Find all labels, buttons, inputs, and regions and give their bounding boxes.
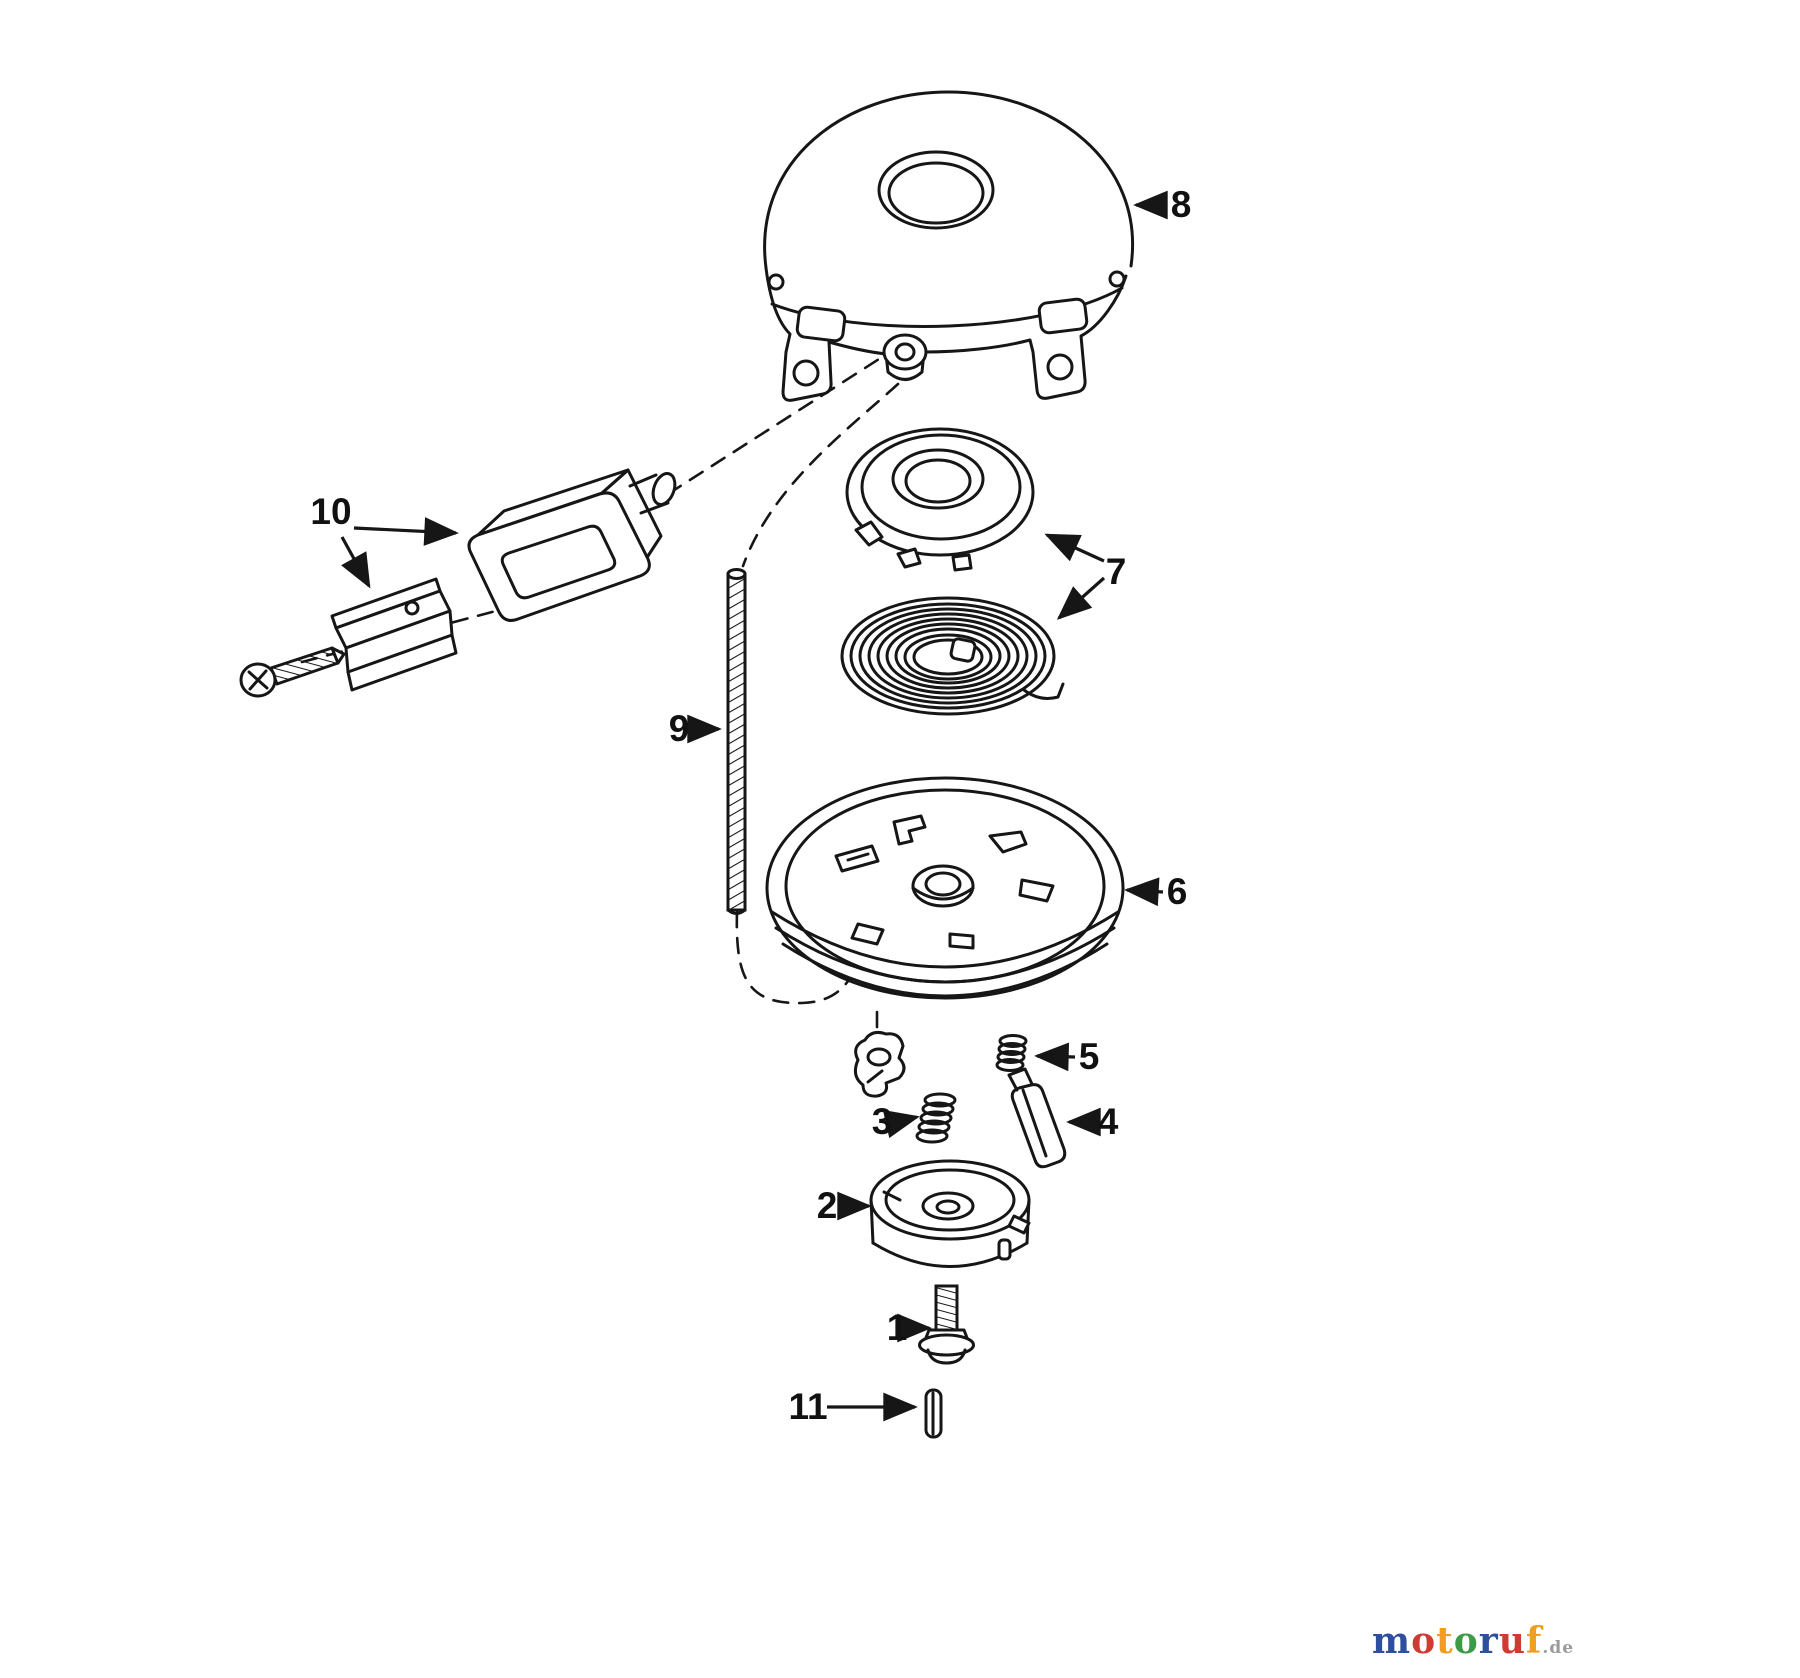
- watermark-letter: m: [1372, 1620, 1412, 1662]
- arrow-10a: [353, 517, 459, 546]
- spring-inner-hook: [949, 637, 977, 663]
- part-5-spring: [995, 1034, 1028, 1072]
- clip-screw-hole: [404, 600, 420, 616]
- watermark-letter: u: [1498, 1620, 1526, 1662]
- handle-grip-opening: [500, 524, 617, 600]
- callout-label-6: 6: [1167, 871, 1188, 912]
- watermark-letter: f: [1525, 1620, 1543, 1662]
- part-2-starter-cup: [869, 1159, 1031, 1268]
- part-7-recoil-spring: [840, 596, 1065, 716]
- part-starter-dog: [853, 1031, 906, 1098]
- part-8-recoil-housing: [763, 90, 1134, 402]
- watermark-letter: o: [1453, 1620, 1479, 1662]
- arrow-7b: [1056, 576, 1106, 620]
- callout-label-7: 7: [1106, 551, 1127, 592]
- housing-left-vent: [795, 305, 847, 343]
- watermark-letter: r: [1478, 1620, 1499, 1662]
- callout-label-8: 8: [1171, 184, 1192, 225]
- callout-arrows: [340, 190, 1168, 1422]
- arrow-7a: [1044, 533, 1105, 563]
- callout-label-1: 1: [887, 1307, 908, 1348]
- part-9-rope: [726, 568, 747, 915]
- screw-flange: [918, 1333, 975, 1357]
- spring-outer-hook: [1022, 682, 1065, 700]
- watermark-letter: t: [1436, 1620, 1454, 1662]
- part-3-spring: [915, 1092, 957, 1144]
- housing-left-ear-hole: [792, 359, 820, 387]
- part-10-screw: [239, 646, 346, 698]
- callout-label-10: 10: [310, 491, 351, 532]
- callout-label-4: 4: [1098, 1101, 1119, 1142]
- part-11-pin: [924, 1388, 943, 1439]
- callout-label-5: 5: [1079, 1036, 1100, 1077]
- part-1-screw: [918, 1284, 975, 1365]
- pulley-groove-flange-1: [770, 910, 1120, 969]
- part-6-pulley: [765, 776, 1125, 1000]
- callout-label-2: 2: [817, 1185, 838, 1226]
- arrow-6: [1124, 877, 1164, 907]
- part-10-starter-handle: [467, 468, 677, 622]
- watermark-domain-suffix: .de: [1542, 1638, 1575, 1658]
- part-7-spring-retainer: [845, 427, 1035, 572]
- watermark-letter: o: [1411, 1620, 1437, 1662]
- pulley-groove-flange-3: [781, 942, 1109, 998]
- callout-label-3: 3: [872, 1101, 893, 1142]
- part-4-friction-link: [1007, 1067, 1067, 1169]
- callout-numbers: 8 7 10 9 6 5 4 3 2 1 11: [310, 184, 1191, 1427]
- arrow-5: [1034, 1042, 1076, 1072]
- part-10-mounting-clip: [330, 577, 458, 692]
- housing-right-vent: [1037, 297, 1089, 335]
- arrow-3: [882, 1109, 920, 1139]
- housing-right-ear-hole: [1046, 353, 1074, 381]
- watermark-motoruf: motoruf.de: [1372, 1620, 1574, 1662]
- callout-label-9: 9: [669, 708, 690, 749]
- pulley-groove-flange-2: [774, 926, 1116, 984]
- handle-rope-boss: [651, 472, 677, 506]
- callout-label-11: 11: [788, 1386, 827, 1427]
- arrow-10b: [340, 536, 371, 589]
